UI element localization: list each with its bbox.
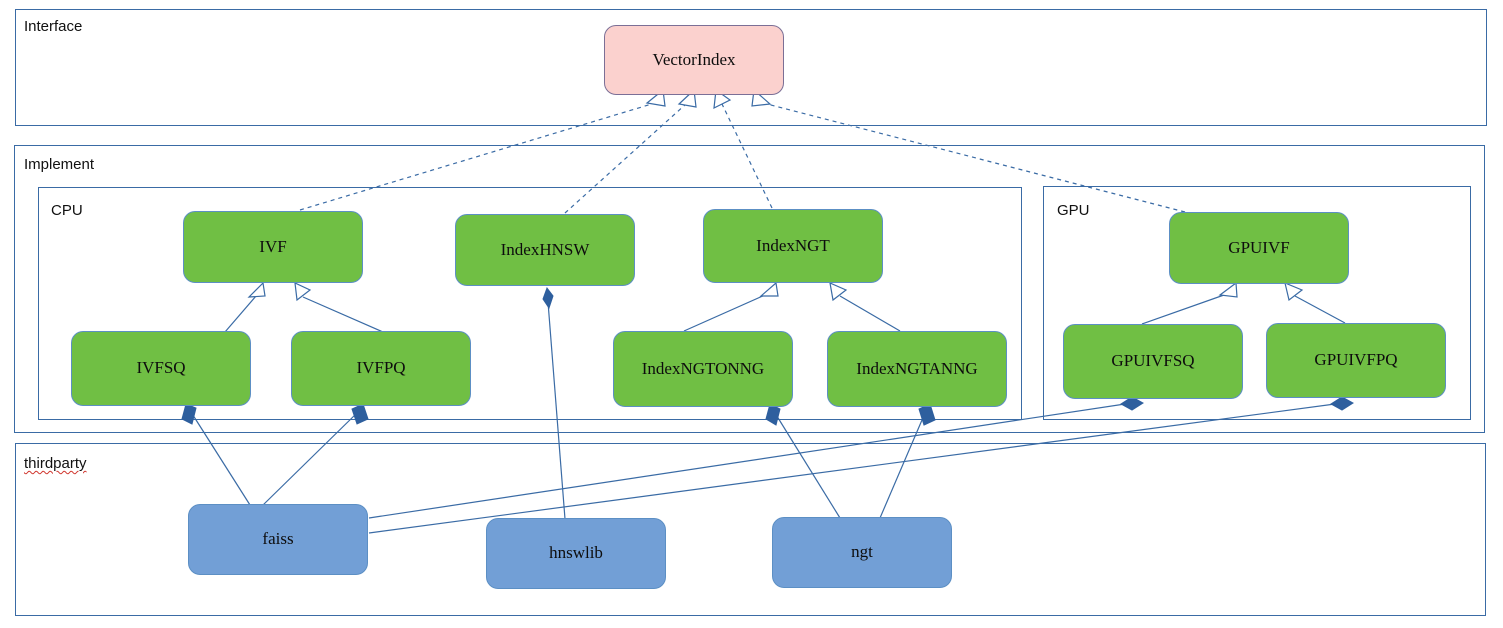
- node-ivf[interactable]: IVF: [183, 211, 363, 283]
- node-vectorindex[interactable]: VectorIndex: [604, 25, 784, 95]
- group-thirdparty-label: thirdparty: [24, 455, 87, 472]
- group-implement-label: Implement: [24, 156, 95, 173]
- node-indexngt[interactable]: IndexNGT: [703, 209, 883, 283]
- node-ngt[interactable]: ngt: [772, 517, 952, 588]
- node-indexngtonng[interactable]: IndexNGTONNG: [613, 331, 793, 407]
- node-gpuivfpq[interactable]: GPUIVFPQ: [1266, 323, 1446, 398]
- group-gpu-label: GPU: [1057, 202, 1090, 219]
- node-gpuivfsq[interactable]: GPUIVFSQ: [1063, 324, 1243, 399]
- node-indexngtanng[interactable]: IndexNGTANNG: [827, 331, 1007, 407]
- node-indexhnsw[interactable]: IndexHNSW: [455, 214, 635, 286]
- group-cpu-label: CPU: [51, 202, 83, 219]
- node-faiss[interactable]: faiss: [188, 504, 368, 575]
- node-ivfsq[interactable]: IVFSQ: [71, 331, 251, 406]
- node-gpuivf[interactable]: GPUIVF: [1169, 212, 1349, 284]
- group-interface-label: Interface: [24, 18, 83, 35]
- node-hnswlib[interactable]: hnswlib: [486, 518, 666, 589]
- node-ivfpq[interactable]: IVFPQ: [291, 331, 471, 406]
